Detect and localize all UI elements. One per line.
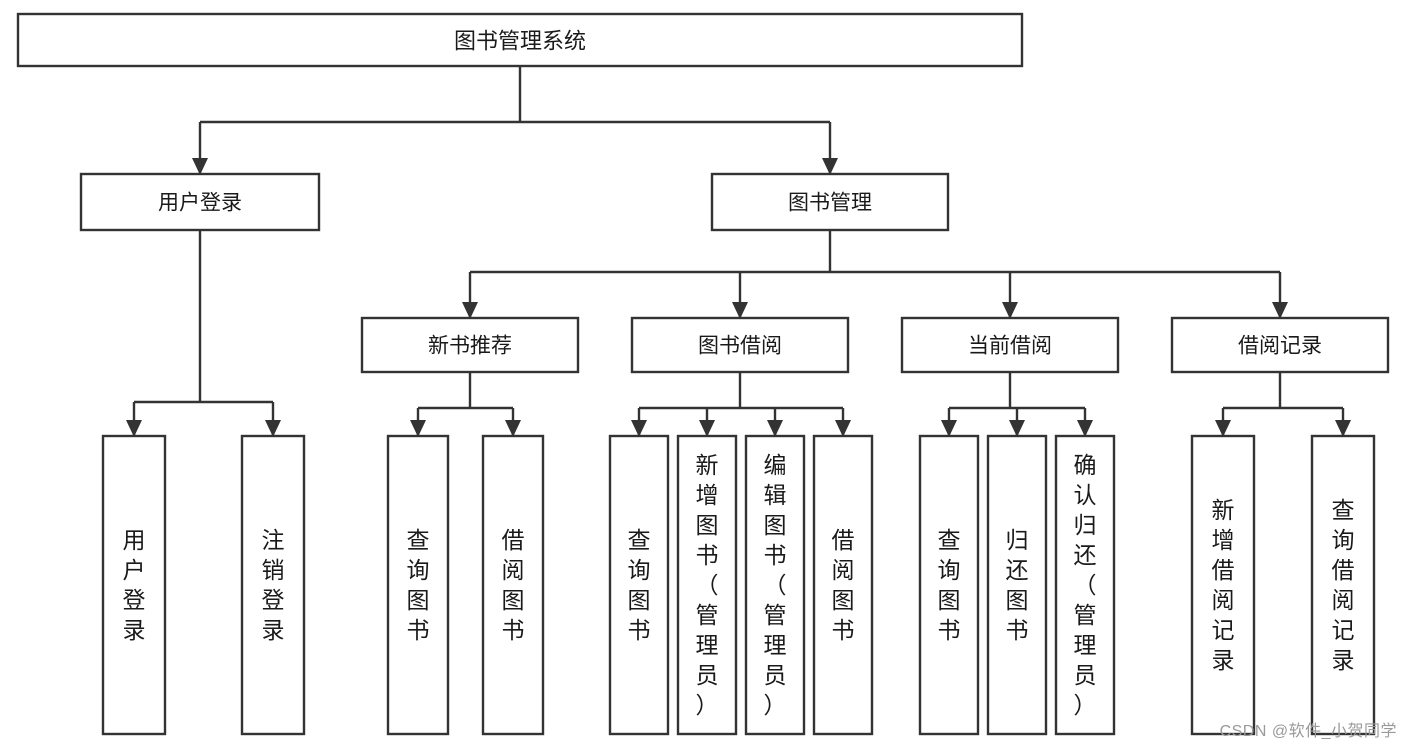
node-box xyxy=(986,434,1048,736)
node-label: 借阅记录 xyxy=(1238,335,1322,358)
node-leaf-borrow-book[interactable]: 借阅图书 xyxy=(812,434,874,736)
node-box xyxy=(744,434,806,736)
arrowhead-icon xyxy=(192,158,208,175)
node-leaf-user-logout[interactable]: 注销登录 xyxy=(240,434,306,736)
node-box xyxy=(79,172,321,232)
arrowhead-icon xyxy=(631,420,647,437)
node-label: 借阅图书 xyxy=(502,527,525,643)
node-box xyxy=(1310,434,1376,736)
node-box xyxy=(1054,434,1116,736)
node-label: 注销登录 xyxy=(262,527,285,643)
node-current-borrow[interactable]: 当前借阅 xyxy=(900,316,1120,374)
arrowhead-icon xyxy=(767,420,783,437)
node-box xyxy=(240,434,306,736)
arrowhead-icon xyxy=(505,420,521,437)
node-box xyxy=(16,12,1024,68)
node-box xyxy=(608,434,670,736)
node-new-book-rec[interactable]: 新书推荐 xyxy=(360,316,580,374)
arrowhead-icon xyxy=(941,420,957,437)
node-root[interactable]: 图书管理系统 xyxy=(16,12,1024,68)
node-label: 用户登录 xyxy=(123,527,146,643)
node-book-borrow[interactable]: 图书借阅 xyxy=(630,316,850,374)
node-user-login[interactable]: 用户登录 xyxy=(79,172,321,232)
nodes-layer: 图书管理系统用户登录图书管理新书推荐图书借阅当前借阅借阅记录用户登录注销登录查询… xyxy=(16,12,1390,736)
arrowhead-icon xyxy=(410,420,426,437)
arrowhead-icon xyxy=(1002,302,1018,319)
node-label: 用户登录 xyxy=(158,192,242,215)
arrowhead-icon xyxy=(126,420,142,437)
node-leaf-return-book[interactable]: 归还图书 xyxy=(986,434,1048,736)
node-box xyxy=(360,316,580,374)
node-label: 确认归还（管理员） xyxy=(1074,452,1097,718)
node-label: 归还图书 xyxy=(1006,527,1029,643)
node-box xyxy=(386,434,450,736)
arrowhead-icon xyxy=(265,420,281,437)
node-leaf-add-book[interactable]: 新增图书（管理员） xyxy=(676,434,738,736)
arrowhead-icon xyxy=(822,158,838,175)
arrowhead-icon xyxy=(835,420,851,437)
node-box xyxy=(1190,434,1256,736)
arrowhead-icon xyxy=(699,420,715,437)
node-book-manage[interactable]: 图书管理 xyxy=(710,172,950,232)
node-label: 当前借阅 xyxy=(968,335,1052,358)
edges-layer xyxy=(126,66,1351,437)
node-label: 查询图书 xyxy=(407,527,430,643)
node-box xyxy=(630,316,850,374)
node-box xyxy=(1170,316,1390,374)
arrowhead-icon xyxy=(1272,302,1288,319)
node-label: 编辑图书（管理员） xyxy=(764,452,787,718)
node-label: 查询图书 xyxy=(938,527,961,643)
arrowhead-icon xyxy=(1335,420,1351,437)
node-box xyxy=(812,434,874,736)
node-leaf-query-record[interactable]: 查询借阅记录 xyxy=(1310,434,1376,736)
csdn-watermark: CSDN @软件_小贺同学 xyxy=(1219,723,1397,740)
node-label: 新增借阅记录 xyxy=(1212,497,1235,673)
arrowhead-icon xyxy=(1009,420,1025,437)
node-box xyxy=(481,434,545,736)
node-label: 查询图书 xyxy=(628,527,651,643)
node-label: 图书管理 xyxy=(788,192,872,215)
arrowhead-icon xyxy=(732,302,748,319)
node-box xyxy=(918,434,980,736)
node-borrow-record[interactable]: 借阅记录 xyxy=(1170,316,1390,374)
node-leaf-query-book-rec[interactable]: 查询图书 xyxy=(386,434,450,736)
node-leaf-edit-book[interactable]: 编辑图书（管理员） xyxy=(744,434,806,736)
node-leaf-user-login[interactable]: 用户登录 xyxy=(101,434,167,736)
node-box xyxy=(710,172,950,232)
node-leaf-borrow-book-rec[interactable]: 借阅图书 xyxy=(481,434,545,736)
node-box xyxy=(900,316,1120,374)
node-leaf-confirm-return[interactable]: 确认归还（管理员） xyxy=(1054,434,1116,736)
node-box xyxy=(676,434,738,736)
node-label: 图书管理系统 xyxy=(454,29,586,54)
node-label: 借阅图书 xyxy=(832,527,855,643)
arrowhead-icon xyxy=(1215,420,1231,437)
node-label: 查询借阅记录 xyxy=(1332,497,1355,673)
node-label: 图书借阅 xyxy=(698,335,782,358)
node-leaf-add-record[interactable]: 新增借阅记录 xyxy=(1190,434,1256,736)
arrowhead-icon xyxy=(1077,420,1093,437)
node-leaf-query-book-cur[interactable]: 查询图书 xyxy=(918,434,980,736)
node-label: 新书推荐 xyxy=(428,335,512,358)
arrowhead-icon xyxy=(462,302,478,319)
node-leaf-query-book-borrow[interactable]: 查询图书 xyxy=(608,434,670,736)
node-box xyxy=(101,434,167,736)
node-label: 新增图书（管理员） xyxy=(696,452,719,718)
